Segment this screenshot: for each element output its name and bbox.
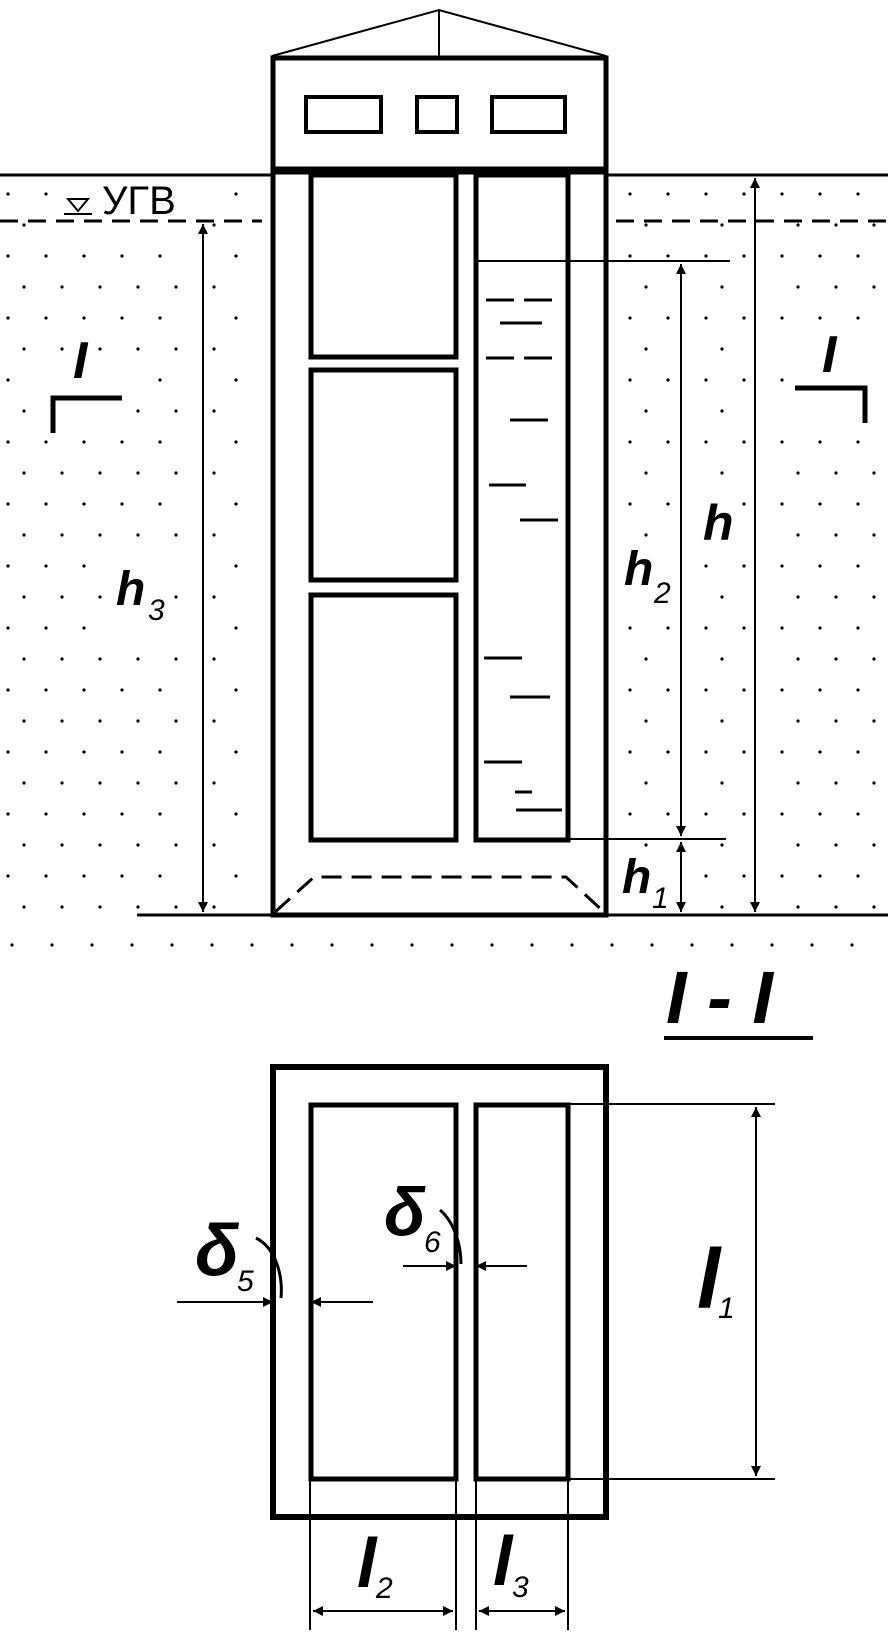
- label-h1: h 1: [622, 851, 669, 915]
- svg-text:l: l: [493, 1522, 514, 1600]
- svg-text:1: 1: [718, 1292, 735, 1325]
- window-middle: [415, 95, 459, 134]
- section-title: I - I: [664, 956, 813, 1040]
- label-l2: l 2: [357, 1524, 393, 1605]
- chamber-left-2: [308, 367, 459, 583]
- liquid-strokes: [484, 298, 562, 812]
- svg-text:h: h: [116, 563, 145, 616]
- svg-text:3: 3: [512, 1571, 529, 1604]
- bottom-sludge-zone: [273, 875, 606, 914]
- label-l1: l 1: [697, 1232, 735, 1326]
- water-level-label: УГВ: [102, 179, 176, 223]
- chamber-right: [473, 172, 571, 843]
- svg-text:5: 5: [237, 1265, 254, 1298]
- plan-chamber-right: [473, 1102, 571, 1482]
- label-h2: h 2: [624, 543, 671, 610]
- svg-text:2: 2: [653, 577, 671, 610]
- superstructure: [270, 55, 609, 173]
- svg-text:l: l: [357, 1524, 378, 1602]
- label-l3: l 3: [493, 1522, 529, 1604]
- plan-chamber-left: [308, 1102, 459, 1482]
- chamber-left-3: [308, 592, 459, 843]
- label-h3: h 3: [116, 563, 165, 627]
- water-level-marker-icon: [65, 198, 91, 213]
- section-mark-right: I: [795, 326, 868, 423]
- svg-text:I: I: [822, 326, 838, 384]
- svg-text:1: 1: [652, 882, 669, 915]
- window-right: [490, 95, 567, 134]
- svg-text:δ: δ: [195, 1211, 240, 1291]
- svg-text:3: 3: [148, 594, 165, 627]
- section-mark-left: I: [50, 332, 122, 433]
- svg-text:l: l: [697, 1232, 722, 1326]
- svg-text:2: 2: [375, 1572, 393, 1605]
- plan-outer-wall: [270, 1064, 609, 1520]
- soil-dots: [6, 192, 876, 947]
- label-delta5: δ 5: [195, 1211, 254, 1298]
- svg-text:h: h: [624, 543, 653, 596]
- svg-text:h: h: [703, 495, 734, 551]
- svg-text:δ: δ: [384, 1174, 426, 1250]
- label-delta6: δ 6: [384, 1174, 441, 1259]
- svg-text:h: h: [622, 851, 651, 904]
- svg-text:I - I: I - I: [666, 956, 774, 1039]
- d6-leader: [438, 1208, 463, 1265]
- chamber-left-1: [308, 172, 459, 360]
- svg-text:I: I: [73, 332, 89, 390]
- label-h: h: [703, 495, 734, 551]
- tank-outer-wall: [270, 169, 609, 918]
- window-left: [304, 95, 383, 134]
- svg-text:6: 6: [424, 1226, 441, 1259]
- d5-leader: [255, 1236, 283, 1299]
